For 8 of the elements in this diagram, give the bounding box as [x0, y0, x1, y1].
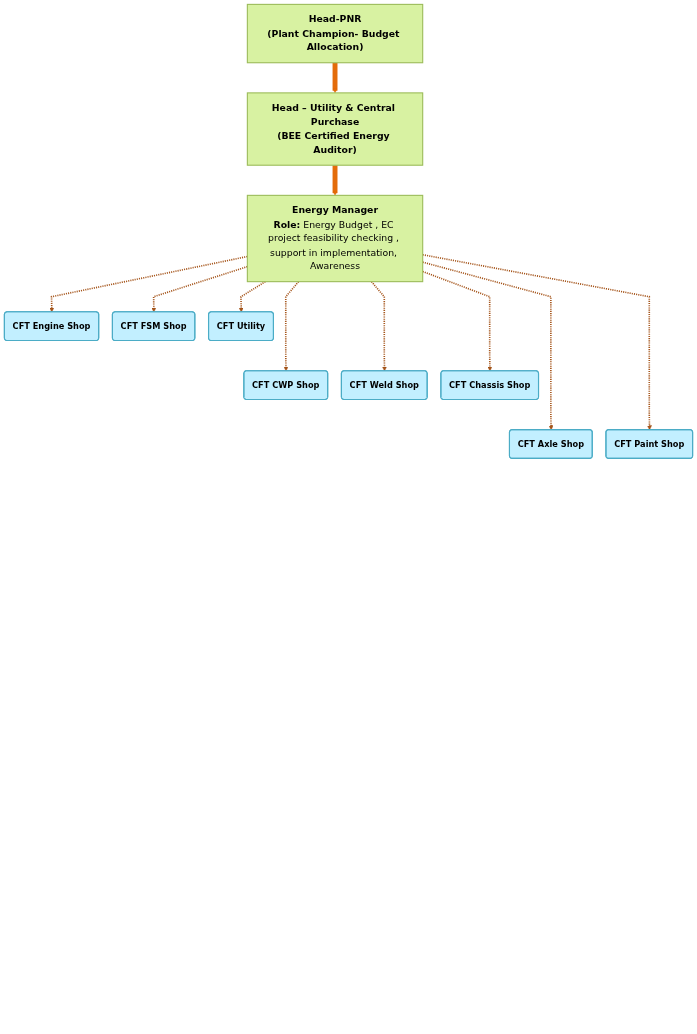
- node-box: Energy Manager Role: Energy Budget , EC project feasibility checking , support in implementation, Awareness: [246, 194, 424, 283]
- arrow: [283, 280, 300, 372]
- arrow: [370, 280, 387, 372]
- arrow: [238, 280, 267, 313]
- arrow: [332, 62, 338, 94]
- node-box: Head – Utility & Central Purchase (BEE Certified Energy Auditor): [246, 92, 424, 166]
- arrow: [332, 165, 338, 196]
- node-box: Head-PNR (Plant Champion- Budget Allocation): [246, 3, 424, 64]
